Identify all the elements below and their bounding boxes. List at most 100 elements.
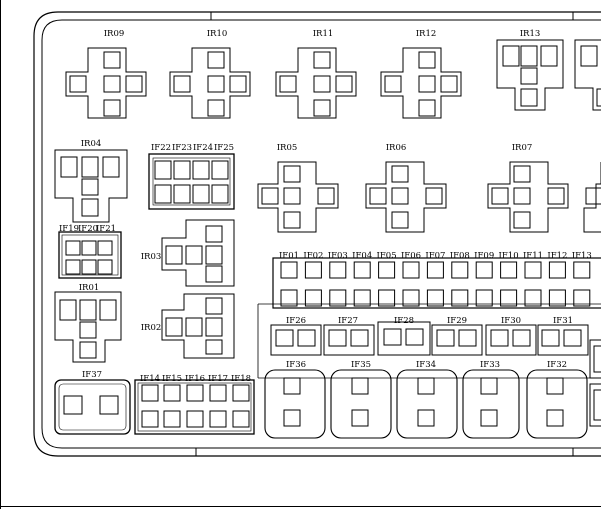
relay-ir07: IR07 <box>487 143 569 233</box>
label-if08: IF08 <box>450 251 470 261</box>
label-ir06: IR06 <box>386 143 407 153</box>
fuse-if37: IF37 <box>54 370 131 435</box>
label-ir07: IR07 <box>512 143 533 153</box>
relay-ir10: IR10 <box>169 29 251 119</box>
label-if37: IF37 <box>82 370 102 380</box>
relay-ir12: IR12 <box>380 29 462 119</box>
label-if19: IF19 <box>59 224 79 234</box>
label-if32: IF32 <box>547 360 567 370</box>
housing-inner <box>41 19 601 449</box>
fuse-socket-if13-top <box>573 261 591 279</box>
label-if26: IF26 <box>286 316 306 326</box>
fuse-socket-if06-bottom <box>402 289 420 307</box>
fuse-socket-if04-bottom <box>353 289 371 307</box>
fuse-socket-if08-top <box>451 261 469 279</box>
label-ir11: IR11 <box>313 29 334 39</box>
fuse-socket-if10-bottom <box>500 289 518 307</box>
label-if01: IF01 <box>279 251 299 261</box>
label-if22: IF22 <box>151 143 171 153</box>
fuse-socket-if07-top <box>426 261 444 279</box>
fuse-socket-if06-top <box>402 261 420 279</box>
fuse-socket-if12-bottom <box>548 289 566 307</box>
label-if06: IF06 <box>401 251 421 261</box>
label-ir03: IR03 <box>141 252 162 262</box>
label-if31: IF31 <box>553 316 573 326</box>
housing-outer <box>33 11 601 457</box>
label-if05: IF05 <box>377 251 397 261</box>
fuse-socket-if05-top <box>378 261 396 279</box>
label-if13: IF13 <box>572 251 592 261</box>
label-ir05: IR05 <box>277 143 298 153</box>
relay-ir05: IR05 <box>257 143 339 233</box>
fuse-socket-if02-bottom <box>304 289 322 307</box>
fuse-socket-if13-bottom <box>573 289 591 307</box>
fuse-socket-if11-top <box>524 261 542 279</box>
label-if02: IF02 <box>303 251 323 261</box>
fuse-block-if19-if21: IF19 IF20 IF21 <box>58 224 122 279</box>
label-if10: IF10 <box>499 251 519 261</box>
fuse-block-if22-if25: IF22 IF23 IF24 IF25 <box>148 143 235 210</box>
fuse-socket-if12-top <box>548 261 566 279</box>
label-if35: IF35 <box>351 360 371 370</box>
label-if11: IF11 <box>523 251 543 261</box>
label-if04: IF04 <box>352 251 372 261</box>
label-if17: IF17 <box>208 374 228 384</box>
fuse-row-if32-if36: IF36 IF35 IF34 IF33 IF32 <box>264 360 588 439</box>
fuse-panel-if01-if13: IF01 IF02 IF03 IF04 IF05 IF06 IF07 IF08 IF09 IF10… <box>257 251 601 378</box>
fuse-socket-if04-top <box>353 261 371 279</box>
fuse-socket-if09-top <box>475 261 493 279</box>
label-if27: IF27 <box>338 316 358 326</box>
fuse-socket-if07-bottom <box>426 289 444 307</box>
fuse-socket-if03-top <box>329 261 347 279</box>
relay-partial-right-mid <box>583 162 601 233</box>
fuse-socket-if05-bottom <box>378 289 396 307</box>
label-if15: IF15 <box>162 374 182 384</box>
label-ir01: IR01 <box>79 283 100 293</box>
label-if25: IF25 <box>214 143 234 153</box>
label-if36: IF36 <box>286 360 306 370</box>
label-if29: IF29 <box>447 316 467 326</box>
label-ir04: IR04 <box>81 139 102 149</box>
relay-ir04: IR04 <box>54 139 128 223</box>
label-if03: IF03 <box>328 251 348 261</box>
fuse-socket-if11-bottom <box>524 289 542 307</box>
fuse-socket-if08-bottom <box>451 289 469 307</box>
relay-partial-right <box>574 39 601 111</box>
label-if30: IF30 <box>501 316 521 326</box>
relay-ir01: IR01 <box>54 283 122 363</box>
fuse-socket-if02-top <box>304 261 322 279</box>
label-if28: IF28 <box>394 316 414 326</box>
label-ir02: IR02 <box>141 323 162 333</box>
relay-ir11: IR11 <box>275 29 357 119</box>
partial-component-right-bottom <box>589 339 601 427</box>
label-if09: IF09 <box>474 251 494 261</box>
relay-ir13: IR13 <box>496 29 564 111</box>
label-if21: IF21 <box>96 224 116 234</box>
fuse-block-if14-if18: IF14 IF15 IF16 IF17 IF18 <box>134 374 255 435</box>
label-ir09: IR09 <box>104 29 125 39</box>
label-if07: IF07 <box>425 251 445 261</box>
fuse-socket-if10-top <box>500 261 518 279</box>
label-if12: IF12 <box>547 251 567 261</box>
label-if33: IF33 <box>480 360 500 370</box>
fuse-socket-if09-bottom <box>475 289 493 307</box>
label-if23: IF23 <box>172 143 192 153</box>
label-if20: IF20 <box>78 224 98 234</box>
label-if24: IF24 <box>193 143 213 153</box>
relay-ir02: IR02 <box>141 293 235 359</box>
label-if34: IF34 <box>416 360 436 370</box>
fuse-row-if26-if31: IF26 IF27 IF28 IF29 IF30 IF31 <box>270 316 589 356</box>
label-ir12: IR12 <box>416 29 437 39</box>
fuse-socket-if03-bottom <box>329 289 347 307</box>
relay-ir09: IR09 <box>65 29 147 119</box>
fuse-socket-if01-top <box>280 261 298 279</box>
fuse-socket-if01-bottom <box>280 289 298 307</box>
label-ir13: IR13 <box>520 29 541 39</box>
relay-ir03: IR03 <box>141 219 235 287</box>
label-if16: IF16 <box>185 374 205 384</box>
relay-ir06: IR06 <box>365 143 447 233</box>
label-if14: IF14 <box>140 374 160 384</box>
label-if18: IF18 <box>231 374 251 384</box>
